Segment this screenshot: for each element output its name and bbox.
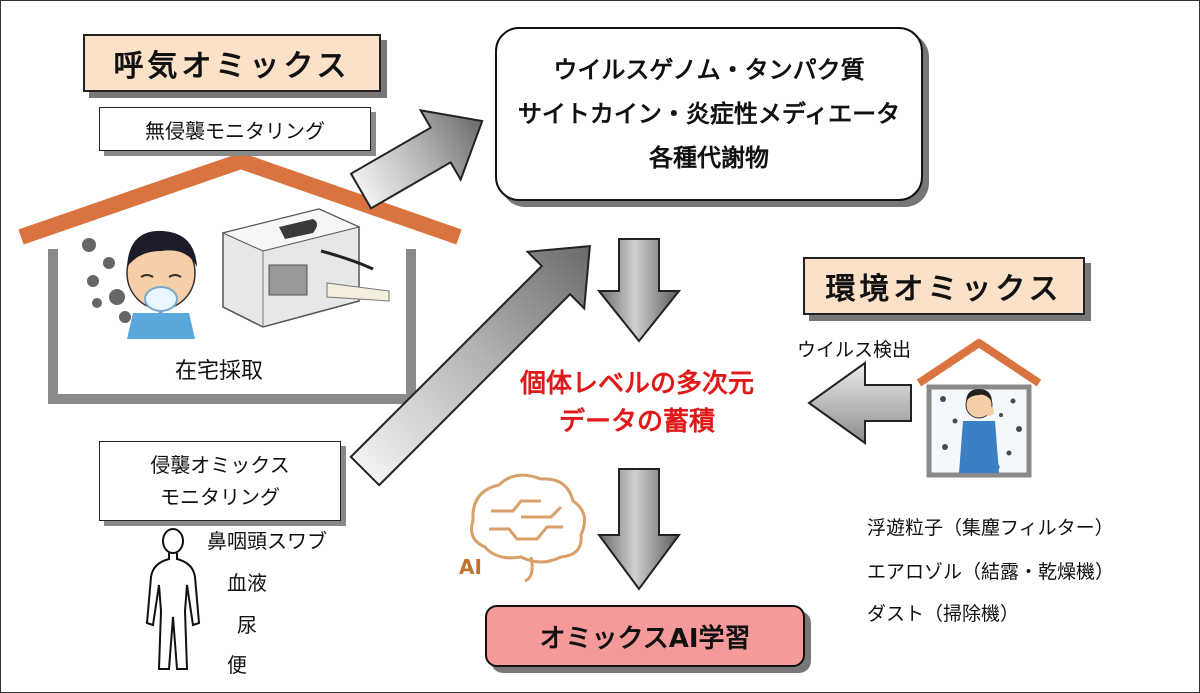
arrow-invasive-to-targets <box>349 245 591 487</box>
breath-omics-title: 呼気オミックス <box>83 34 381 92</box>
noninvasive-monitoring-label: 無侵襲モニタリング <box>99 107 371 151</box>
home-collection-label: 在宅採取 <box>175 359 264 384</box>
ai-icon-label: AI <box>459 555 482 579</box>
env-sample-airborne-particles: 浮遊粒子（集塵フィルター） <box>867 517 1114 539</box>
virus-detection-label: ウイルス検出 <box>797 339 912 361</box>
omics-ai-learning-box: オミックスAI学習 <box>485 605 805 667</box>
sample-nasopharyngeal-swab: 鼻咽頭スワブ <box>207 529 327 553</box>
house-icon <box>18 153 462 404</box>
sample-stool: 便 <box>227 653 247 677</box>
virus-particles-icon <box>82 238 131 323</box>
sample-urine: 尿 <box>237 613 257 637</box>
omics-targets-box: ウイルスゲノム・タンパク質 サイトカイン・炎症性メディエータ 各種代謝物 <box>495 27 923 201</box>
human-body-outline-icon <box>145 528 201 670</box>
noninvasive-monitoring-text: 無侵襲モニタリング <box>145 118 325 143</box>
patient-with-mask-icon <box>126 230 197 339</box>
env-sample-dust: ダスト（掃除機） <box>867 603 1020 625</box>
invasive-line-2: モニタリング <box>160 485 280 509</box>
target-cytokine-mediator: サイトカイン・炎症性メディエータ <box>517 100 901 128</box>
brain-ai-icon <box>470 473 587 583</box>
invasive-monitoring-label: 侵襲オミックス モニタリング <box>99 441 341 521</box>
center-line-1: 個体レベルの多次元 <box>519 369 754 399</box>
breath-sampling-device-icon <box>221 208 390 328</box>
sneezing-person-house-icon <box>916 339 1042 478</box>
arrow-breath-to-targets <box>349 109 484 210</box>
target-metabolites: 各種代謝物 <box>649 144 769 172</box>
center-line-2: データの蓄積 <box>558 407 715 437</box>
arrow-env-to-center <box>807 361 912 445</box>
invasive-line-1: 侵襲オミックス <box>150 453 290 477</box>
env-sample-aerosol: エアロゾル（結露・乾燥機） <box>867 561 1115 583</box>
arrow-targets-to-center <box>596 238 682 343</box>
environment-omics-title: 環境オミックス <box>803 257 1085 315</box>
omics-ai-learning-text: オミックスAI学習 <box>539 623 751 654</box>
multidimensional-data-label: 個体レベルの多次元 データの蓄積 <box>477 365 797 441</box>
target-viral-genome-protein: ウイルスゲノム・タンパク質 <box>553 56 865 84</box>
arrow-center-to-ai <box>597 468 681 591</box>
sample-blood: 血液 <box>227 571 267 595</box>
